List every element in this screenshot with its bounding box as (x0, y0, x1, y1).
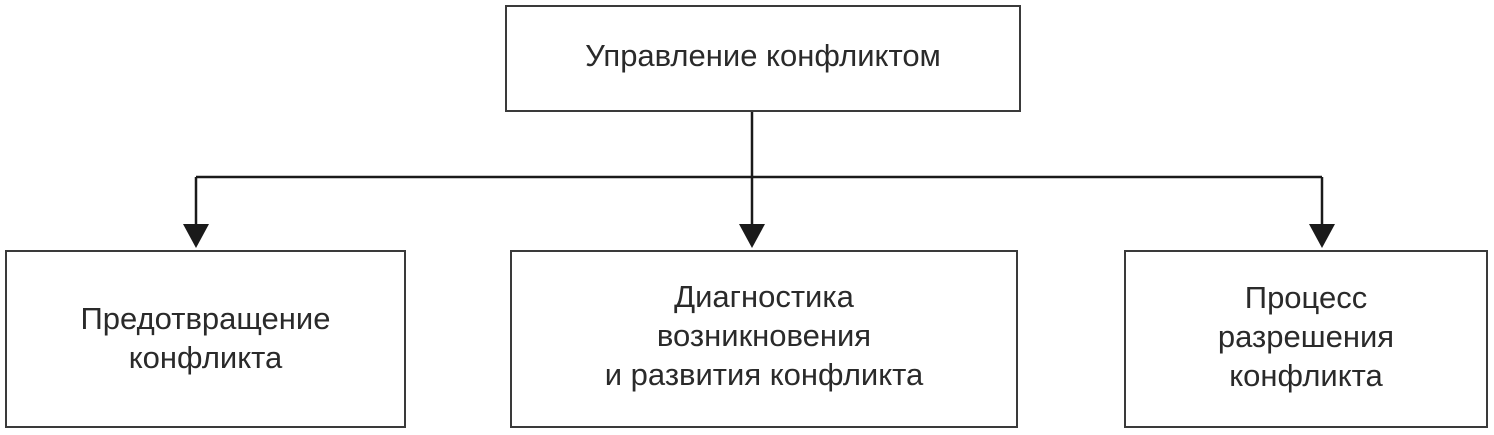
diagnostics-node-box: Диагностика возникновения и развития кон… (510, 250, 1018, 428)
right-arrowhead-icon (1309, 224, 1335, 248)
root-node-label: Управление конфликтом (585, 37, 941, 73)
prevention-node-label: Предотвращение конфликта (80, 301, 331, 375)
resolution-node-label: Процесс разрешения конфликта (1217, 279, 1395, 393)
resolution-node-box: Процесс разрешения конфликта (1124, 250, 1488, 428)
prevention-node-box: Предотвращение конфликта (5, 250, 406, 428)
diagnostics-node-label: Диагностика возникновения и развития кон… (604, 278, 924, 392)
root-node-box: Управление конфликтом (505, 5, 1021, 112)
left-arrowhead-icon (183, 224, 209, 248)
middle-arrowhead-icon (739, 224, 765, 248)
